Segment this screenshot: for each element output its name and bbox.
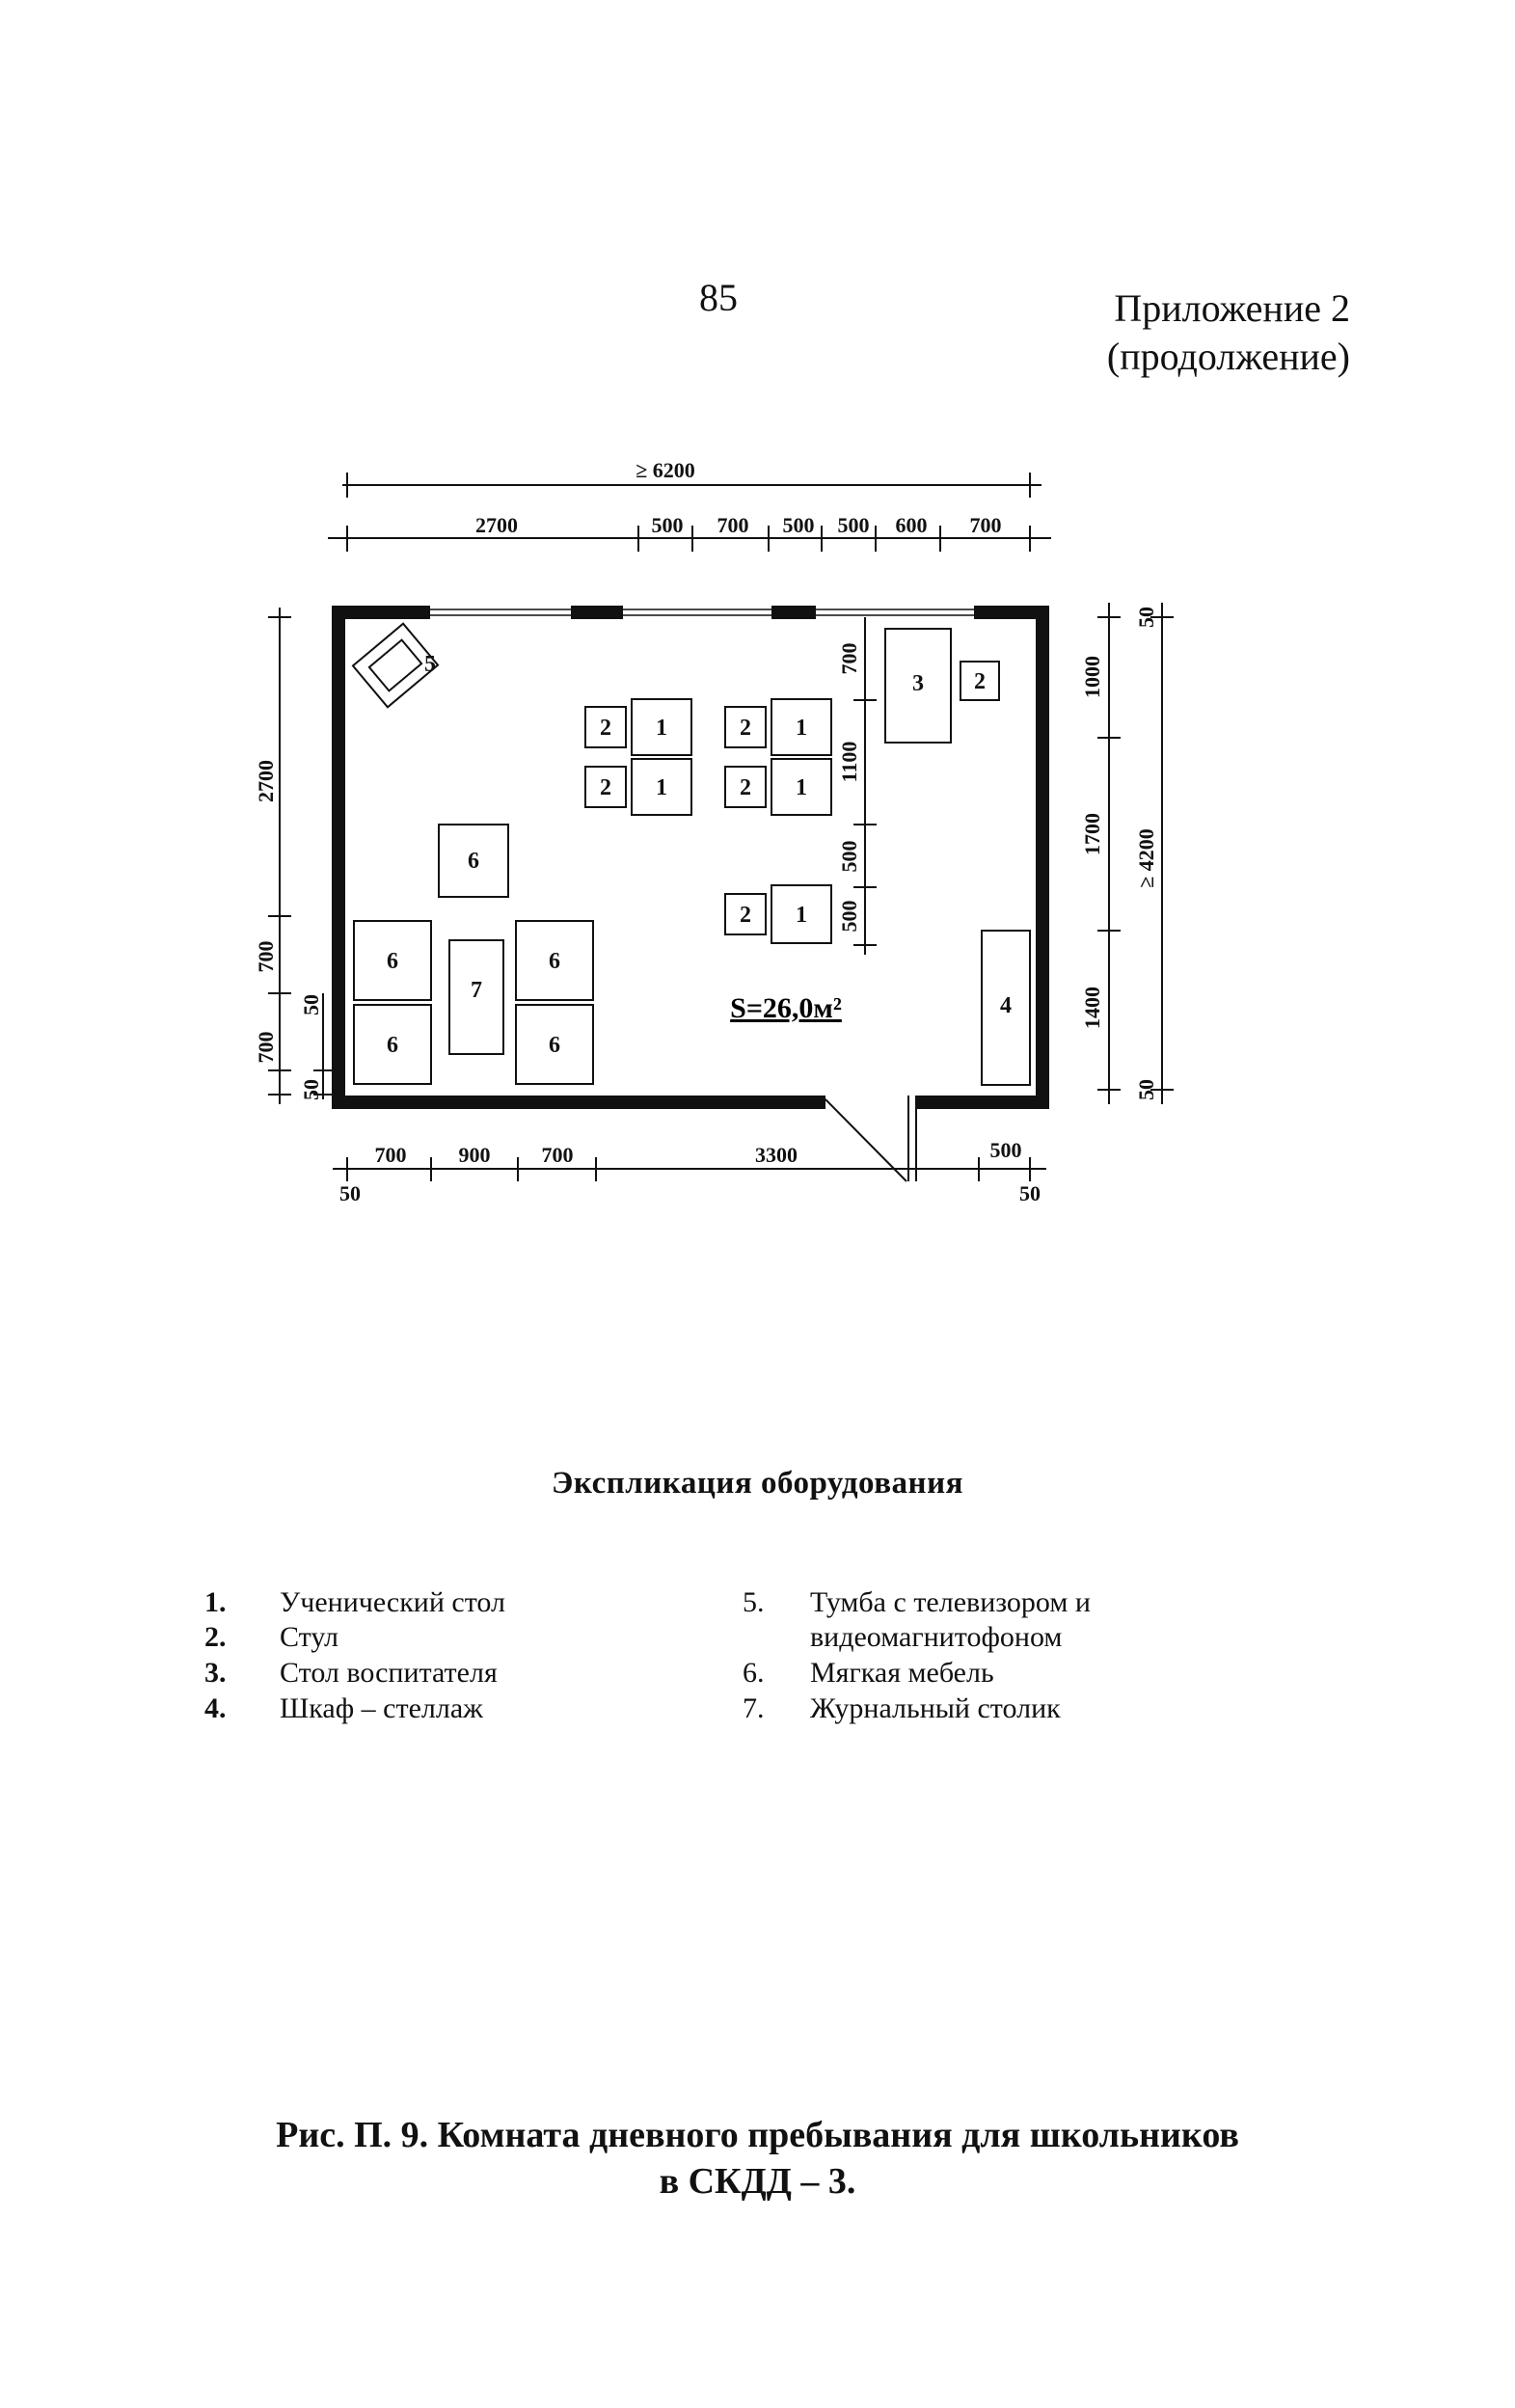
label-1: 1 xyxy=(656,775,667,800)
legend-number: 6. xyxy=(743,1657,765,1689)
student-desk xyxy=(771,884,832,944)
label-1: 1 xyxy=(796,903,807,928)
door xyxy=(825,1096,917,1182)
label-5: 5 xyxy=(424,652,436,677)
dim-right-small: 50 xyxy=(1134,1079,1158,1100)
dim-left-inner: 50 xyxy=(299,994,323,1015)
legend-number: 7. xyxy=(743,1692,765,1724)
dim-bottom: 700 xyxy=(542,1143,574,1167)
teacher-desk xyxy=(884,628,952,744)
legend-text: видеомагнитофоном xyxy=(810,1621,1063,1653)
label-6: 6 xyxy=(387,1033,398,1058)
dim-right: 1700 xyxy=(1080,813,1104,855)
dim-top: 500 xyxy=(783,513,815,537)
dim-top: 2700 xyxy=(475,513,518,537)
dim-right-small: 50 xyxy=(1134,607,1158,628)
armchair xyxy=(515,1004,594,1085)
chair xyxy=(724,766,767,808)
legend-text: Мягкая мебель xyxy=(810,1657,994,1689)
legend-number: 3. xyxy=(204,1657,227,1689)
chair xyxy=(960,661,1000,701)
legend-number: 5. xyxy=(743,1586,765,1618)
dim-inner: 500 xyxy=(837,901,861,933)
armchair xyxy=(515,920,594,1001)
floor-plan: 5 1 2 1 2 1 2 1 2 1 2 3 2 4 6 6 6 6 6 7 … xyxy=(254,458,1174,1205)
dim-right-total: ≥ 4200 xyxy=(1134,828,1158,888)
appendix-line2: (продолжение) xyxy=(1106,335,1350,378)
chair xyxy=(584,766,627,808)
figure-caption-line2: в СКДД – 3. xyxy=(659,2161,856,2202)
tv-stand xyxy=(351,622,440,709)
label-7: 7 xyxy=(471,978,482,1003)
label-2: 2 xyxy=(974,669,986,694)
dim-inner: 500 xyxy=(837,841,861,873)
legend-number: 1. xyxy=(204,1586,227,1618)
legend-text: Ученический стол xyxy=(280,1586,506,1618)
label-6: 6 xyxy=(549,1033,560,1058)
label-1: 1 xyxy=(796,716,807,741)
chair xyxy=(724,893,767,935)
dim-bottom: 900 xyxy=(459,1143,491,1167)
dim-bottom-small: 50 xyxy=(1019,1181,1041,1205)
label-1: 1 xyxy=(796,775,807,800)
legend-text: Стол воспитателя xyxy=(280,1657,498,1689)
legend-number: 2. xyxy=(204,1621,227,1653)
dim-top-total: ≥ 6200 xyxy=(636,458,695,482)
cabinet xyxy=(981,930,1031,1086)
legend-text: Шкаф – стеллаж xyxy=(280,1692,483,1724)
label-4: 4 xyxy=(1000,993,1012,1018)
room-area: S=26,0м² xyxy=(730,992,842,1024)
student-desk xyxy=(771,758,832,816)
appendix-label: Приложение 2 (продолжение) xyxy=(964,284,1350,381)
dim-bottom: 500 xyxy=(990,1138,1022,1162)
dim-left: 700 xyxy=(254,1032,278,1064)
appendix-line1: Приложение 2 xyxy=(1114,286,1350,330)
dim-left: 2700 xyxy=(254,760,278,802)
student-desk xyxy=(771,698,832,756)
label-2: 2 xyxy=(740,775,751,800)
dim-bottom: 700 xyxy=(375,1143,407,1167)
armchair xyxy=(353,920,432,1001)
dim-top: 500 xyxy=(838,513,870,537)
dim-inner: 1100 xyxy=(837,742,861,783)
legend-text: Тумба с телевизором и xyxy=(810,1586,1091,1618)
figure-caption: Рис. П. 9. Комната дневного пребывания д… xyxy=(276,2115,1239,2155)
dim-top: 700 xyxy=(970,513,1002,537)
dim-inner: 700 xyxy=(837,643,861,675)
label-2: 2 xyxy=(600,775,611,800)
label-2: 2 xyxy=(740,903,751,928)
label-6: 6 xyxy=(549,949,560,974)
dim-top: 700 xyxy=(717,513,749,537)
dim-top: 500 xyxy=(652,513,684,537)
dim-left-inner: 50 xyxy=(299,1079,323,1100)
dim-bottom: 3300 xyxy=(755,1143,798,1167)
dim-top: 600 xyxy=(896,513,928,537)
student-desk xyxy=(631,758,692,816)
coffee-table xyxy=(448,939,504,1055)
walls xyxy=(332,606,1049,1109)
page-number: 85 xyxy=(699,276,738,319)
dim-bottom-small: 50 xyxy=(339,1181,361,1205)
armchair xyxy=(353,1004,432,1085)
chair xyxy=(724,706,767,748)
label-2: 2 xyxy=(740,716,751,741)
label-3: 3 xyxy=(912,671,924,696)
label-2: 2 xyxy=(600,716,611,741)
armchair xyxy=(438,824,509,898)
legend-title: Экспликация оборудования xyxy=(552,1466,963,1501)
student-desk xyxy=(631,698,692,756)
label-6: 6 xyxy=(468,849,479,874)
legend-number: 4. xyxy=(204,1692,227,1724)
label-1: 1 xyxy=(656,716,667,741)
dim-right: 1400 xyxy=(1080,987,1104,1029)
label-6: 6 xyxy=(387,949,398,974)
legend-text: Стул xyxy=(280,1621,338,1653)
legend-text: Журнальный столик xyxy=(810,1692,1061,1724)
dim-left: 700 xyxy=(254,941,278,973)
chair xyxy=(584,706,627,748)
dim-right: 1000 xyxy=(1080,656,1104,698)
windows xyxy=(430,609,974,616)
